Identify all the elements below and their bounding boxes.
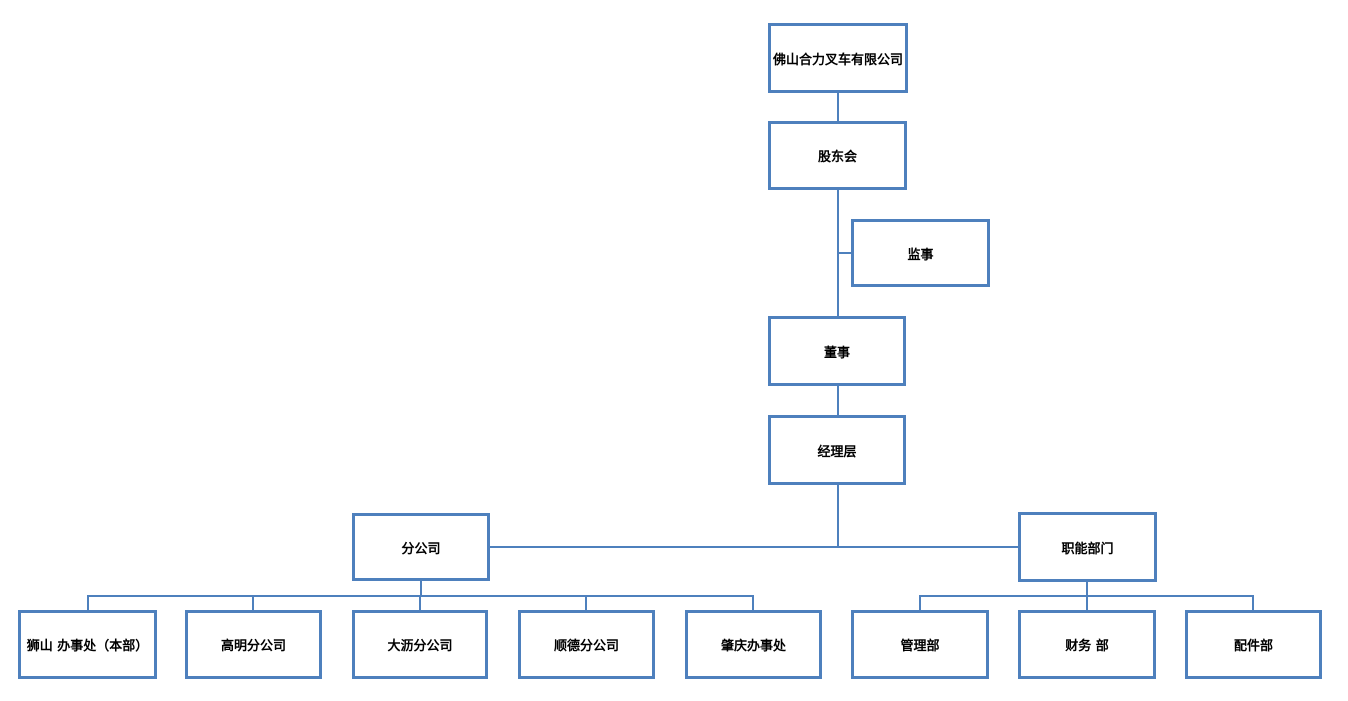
- org-node-branches: 分公司: [352, 513, 490, 581]
- connector-company-shareholders: [837, 93, 839, 122]
- connector-director-management: [837, 386, 839, 415]
- connector-supervisor-branch: [839, 252, 851, 254]
- org-node-parts-label: 配件部: [1233, 639, 1273, 654]
- org-node-shishan: 狮山 办事处（本部）: [18, 610, 157, 679]
- connector-functional-rail: [1086, 582, 1088, 595]
- org-node-supervisor: 监事: [851, 219, 990, 287]
- org-node-functional-label: 职能部门: [1061, 541, 1114, 557]
- connector-spine-horizontal: [490, 546, 1018, 548]
- org-node-gaoming-label: 高明分公司: [220, 639, 286, 654]
- org-node-director: 董事: [768, 316, 906, 386]
- org-node-management-label: 经理层: [817, 444, 857, 460]
- connector-stub-shunde: [585, 595, 587, 610]
- org-node-zhaoqing-label: 肇庆办事处: [720, 639, 786, 654]
- org-node-admin: 管理部: [851, 610, 989, 679]
- connector-stub-shishan: [87, 595, 89, 610]
- connector-stub-gaoming: [252, 595, 254, 610]
- org-node-shareholders-label: 股东会: [817, 150, 857, 165]
- org-node-dali-label: 大沥分公司: [387, 639, 453, 654]
- org-node-branches-label: 分公司: [401, 541, 441, 557]
- connector-stub-dali: [419, 595, 421, 610]
- connector-stub-admin: [919, 595, 921, 610]
- org-node-admin-label: 管理部: [900, 639, 940, 654]
- org-node-finance: 财务 部: [1018, 610, 1156, 679]
- org-node-management: 经理层: [768, 415, 906, 485]
- connector-branches-rail: [420, 581, 422, 595]
- org-node-company: 佛山合力叉车有限公司: [768, 23, 908, 93]
- org-node-dali: 大沥分公司: [352, 610, 488, 679]
- org-node-gaoming: 高明分公司: [185, 610, 322, 679]
- org-node-director-label: 董事: [823, 345, 850, 361]
- org-node-parts: 配件部: [1185, 610, 1322, 679]
- org-node-shunde-label: 顺德分公司: [553, 639, 619, 654]
- org-node-shishan-label: 狮山 办事处（本部）: [26, 639, 149, 654]
- connector-shareholders-director: [837, 190, 839, 316]
- org-node-supervisor-label: 监事: [907, 247, 934, 263]
- connector-stub-zhaoqing: [752, 595, 754, 610]
- org-node-functional: 职能部门: [1018, 512, 1157, 582]
- org-node-company-label: 佛山合力叉车有限公司: [772, 52, 903, 68]
- connector-stub-parts: [1252, 595, 1254, 610]
- org-node-shareholders: 股东会: [768, 121, 907, 190]
- org-node-finance-label: 财务 部: [1065, 639, 1109, 654]
- org-node-shunde: 顺德分公司: [518, 610, 655, 679]
- org-node-zhaoqing: 肇庆办事处: [685, 610, 822, 679]
- connector-stub-finance: [1086, 595, 1088, 610]
- connector-management-spine: [837, 485, 839, 547]
